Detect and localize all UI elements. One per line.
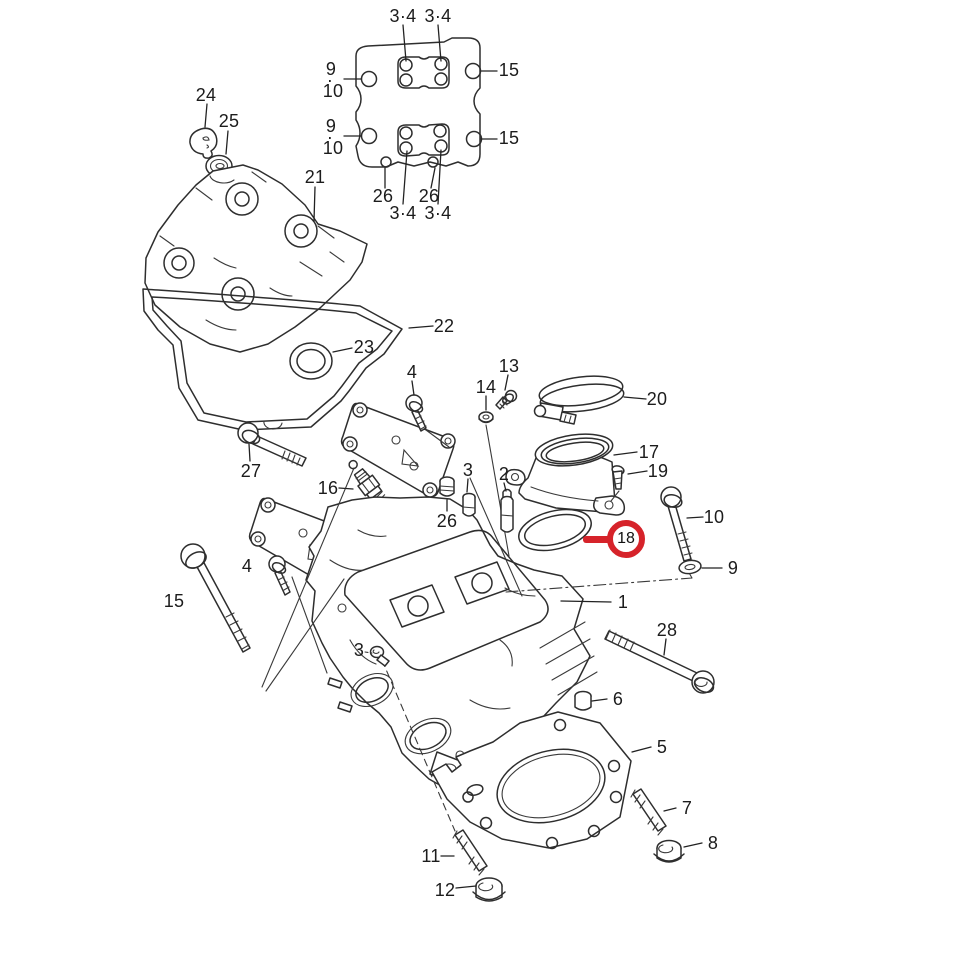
part-base-gasket-5 bbox=[431, 711, 632, 850]
callout-dot-b: · bbox=[326, 127, 334, 147]
callout-20: 20 bbox=[646, 389, 668, 409]
highlight-leader-line bbox=[583, 536, 611, 543]
callout-10-a: 10 bbox=[322, 81, 344, 101]
callout-8: 8 bbox=[707, 833, 719, 853]
callout-27: 27 bbox=[240, 461, 262, 481]
callout-26-a: 26 bbox=[372, 186, 394, 206]
callout-3-4-d: 3·4 bbox=[424, 203, 452, 223]
callout-24: 24 bbox=[195, 85, 217, 105]
callout-3-4-b: 3·4 bbox=[424, 6, 452, 26]
part-cover-gasket-plan bbox=[355, 37, 483, 168]
callout-18: 18 bbox=[617, 530, 635, 547]
part-stud-7 bbox=[630, 788, 667, 836]
callout-7: 7 bbox=[681, 798, 693, 818]
part-bolt-15 bbox=[180, 543, 251, 653]
part-ring-gasket-23 bbox=[289, 342, 333, 380]
callout-11: 11 bbox=[421, 846, 441, 866]
part-bolt-28 bbox=[604, 629, 715, 694]
part-intake-pipe-17 bbox=[505, 433, 626, 516]
callout-22: 22 bbox=[433, 316, 455, 336]
callout-3-a: 3 bbox=[462, 460, 474, 480]
callout-19: 19 bbox=[647, 461, 669, 481]
callout-5: 5 bbox=[656, 737, 668, 757]
part-valve-piece-2 bbox=[500, 488, 514, 533]
callout-9-b: 9 bbox=[325, 116, 337, 136]
callout-3-4-c: 3·4 bbox=[389, 203, 417, 223]
callout-15-a: 15 bbox=[498, 60, 520, 80]
part-valve-piece-3 bbox=[462, 492, 476, 517]
callout-3-b: 3 bbox=[353, 640, 365, 660]
callout-17: 17 bbox=[638, 442, 660, 462]
part-plug-3-lower bbox=[364, 645, 390, 667]
callout-3-4-a: 3·4 bbox=[389, 6, 417, 26]
callout-14: 14 bbox=[475, 377, 497, 397]
callout-16: 16 bbox=[317, 478, 339, 498]
callout-10-c: 10 bbox=[703, 507, 725, 527]
part-bolt-4-upper bbox=[405, 394, 427, 432]
part-stud-11 bbox=[452, 829, 488, 876]
callout-10-b: 10 bbox=[322, 138, 344, 158]
part-bracket-upper bbox=[340, 402, 456, 498]
callout-9-c: 9 bbox=[727, 558, 739, 578]
callout-26-b: 26 bbox=[418, 186, 440, 206]
callout-4-a: 4 bbox=[406, 362, 418, 382]
part-nut-8 bbox=[653, 839, 685, 863]
callout-23: 23 bbox=[353, 337, 375, 357]
leader-lines bbox=[204, 24, 723, 889]
part-valve-cover bbox=[144, 164, 368, 353]
part-washer-9 bbox=[678, 559, 702, 575]
part-dowel-6 bbox=[574, 690, 592, 711]
part-screw-19 bbox=[610, 465, 625, 502]
callout-9-a: 9 bbox=[325, 59, 337, 79]
part-spark-plug bbox=[348, 459, 392, 514]
callout-26-c: 26 bbox=[436, 511, 458, 531]
part-nut-12 bbox=[472, 877, 506, 902]
callout-1: 1 bbox=[617, 592, 629, 612]
callout-4-b: 4 bbox=[241, 556, 253, 576]
part-bush-26 bbox=[439, 476, 455, 497]
part-bolt-13 bbox=[495, 389, 518, 410]
highlight-circle: 18 bbox=[607, 520, 645, 558]
part-bolt-4-left bbox=[268, 555, 291, 596]
callout-25: 25 bbox=[218, 111, 240, 131]
callout-13: 13 bbox=[498, 356, 520, 376]
part-nut-14 bbox=[478, 411, 494, 424]
part-cap-24 bbox=[189, 127, 218, 159]
callout-15-c: 15 bbox=[163, 591, 185, 611]
callout-dot-a: · bbox=[326, 70, 334, 90]
part-clamp-20 bbox=[533, 375, 625, 425]
part-bolt-10 bbox=[660, 486, 693, 563]
part-cover-gasket-22 bbox=[142, 288, 403, 431]
callout-2: 2 bbox=[498, 464, 510, 484]
part-bolt-27 bbox=[237, 422, 307, 467]
callout-6: 6 bbox=[612, 689, 624, 709]
callout-21: 21 bbox=[304, 167, 326, 187]
part-oring-18 bbox=[518, 508, 592, 552]
callout-15-b: 15 bbox=[498, 128, 520, 148]
callout-28: 28 bbox=[656, 620, 678, 640]
callout-12: 12 bbox=[434, 880, 456, 900]
